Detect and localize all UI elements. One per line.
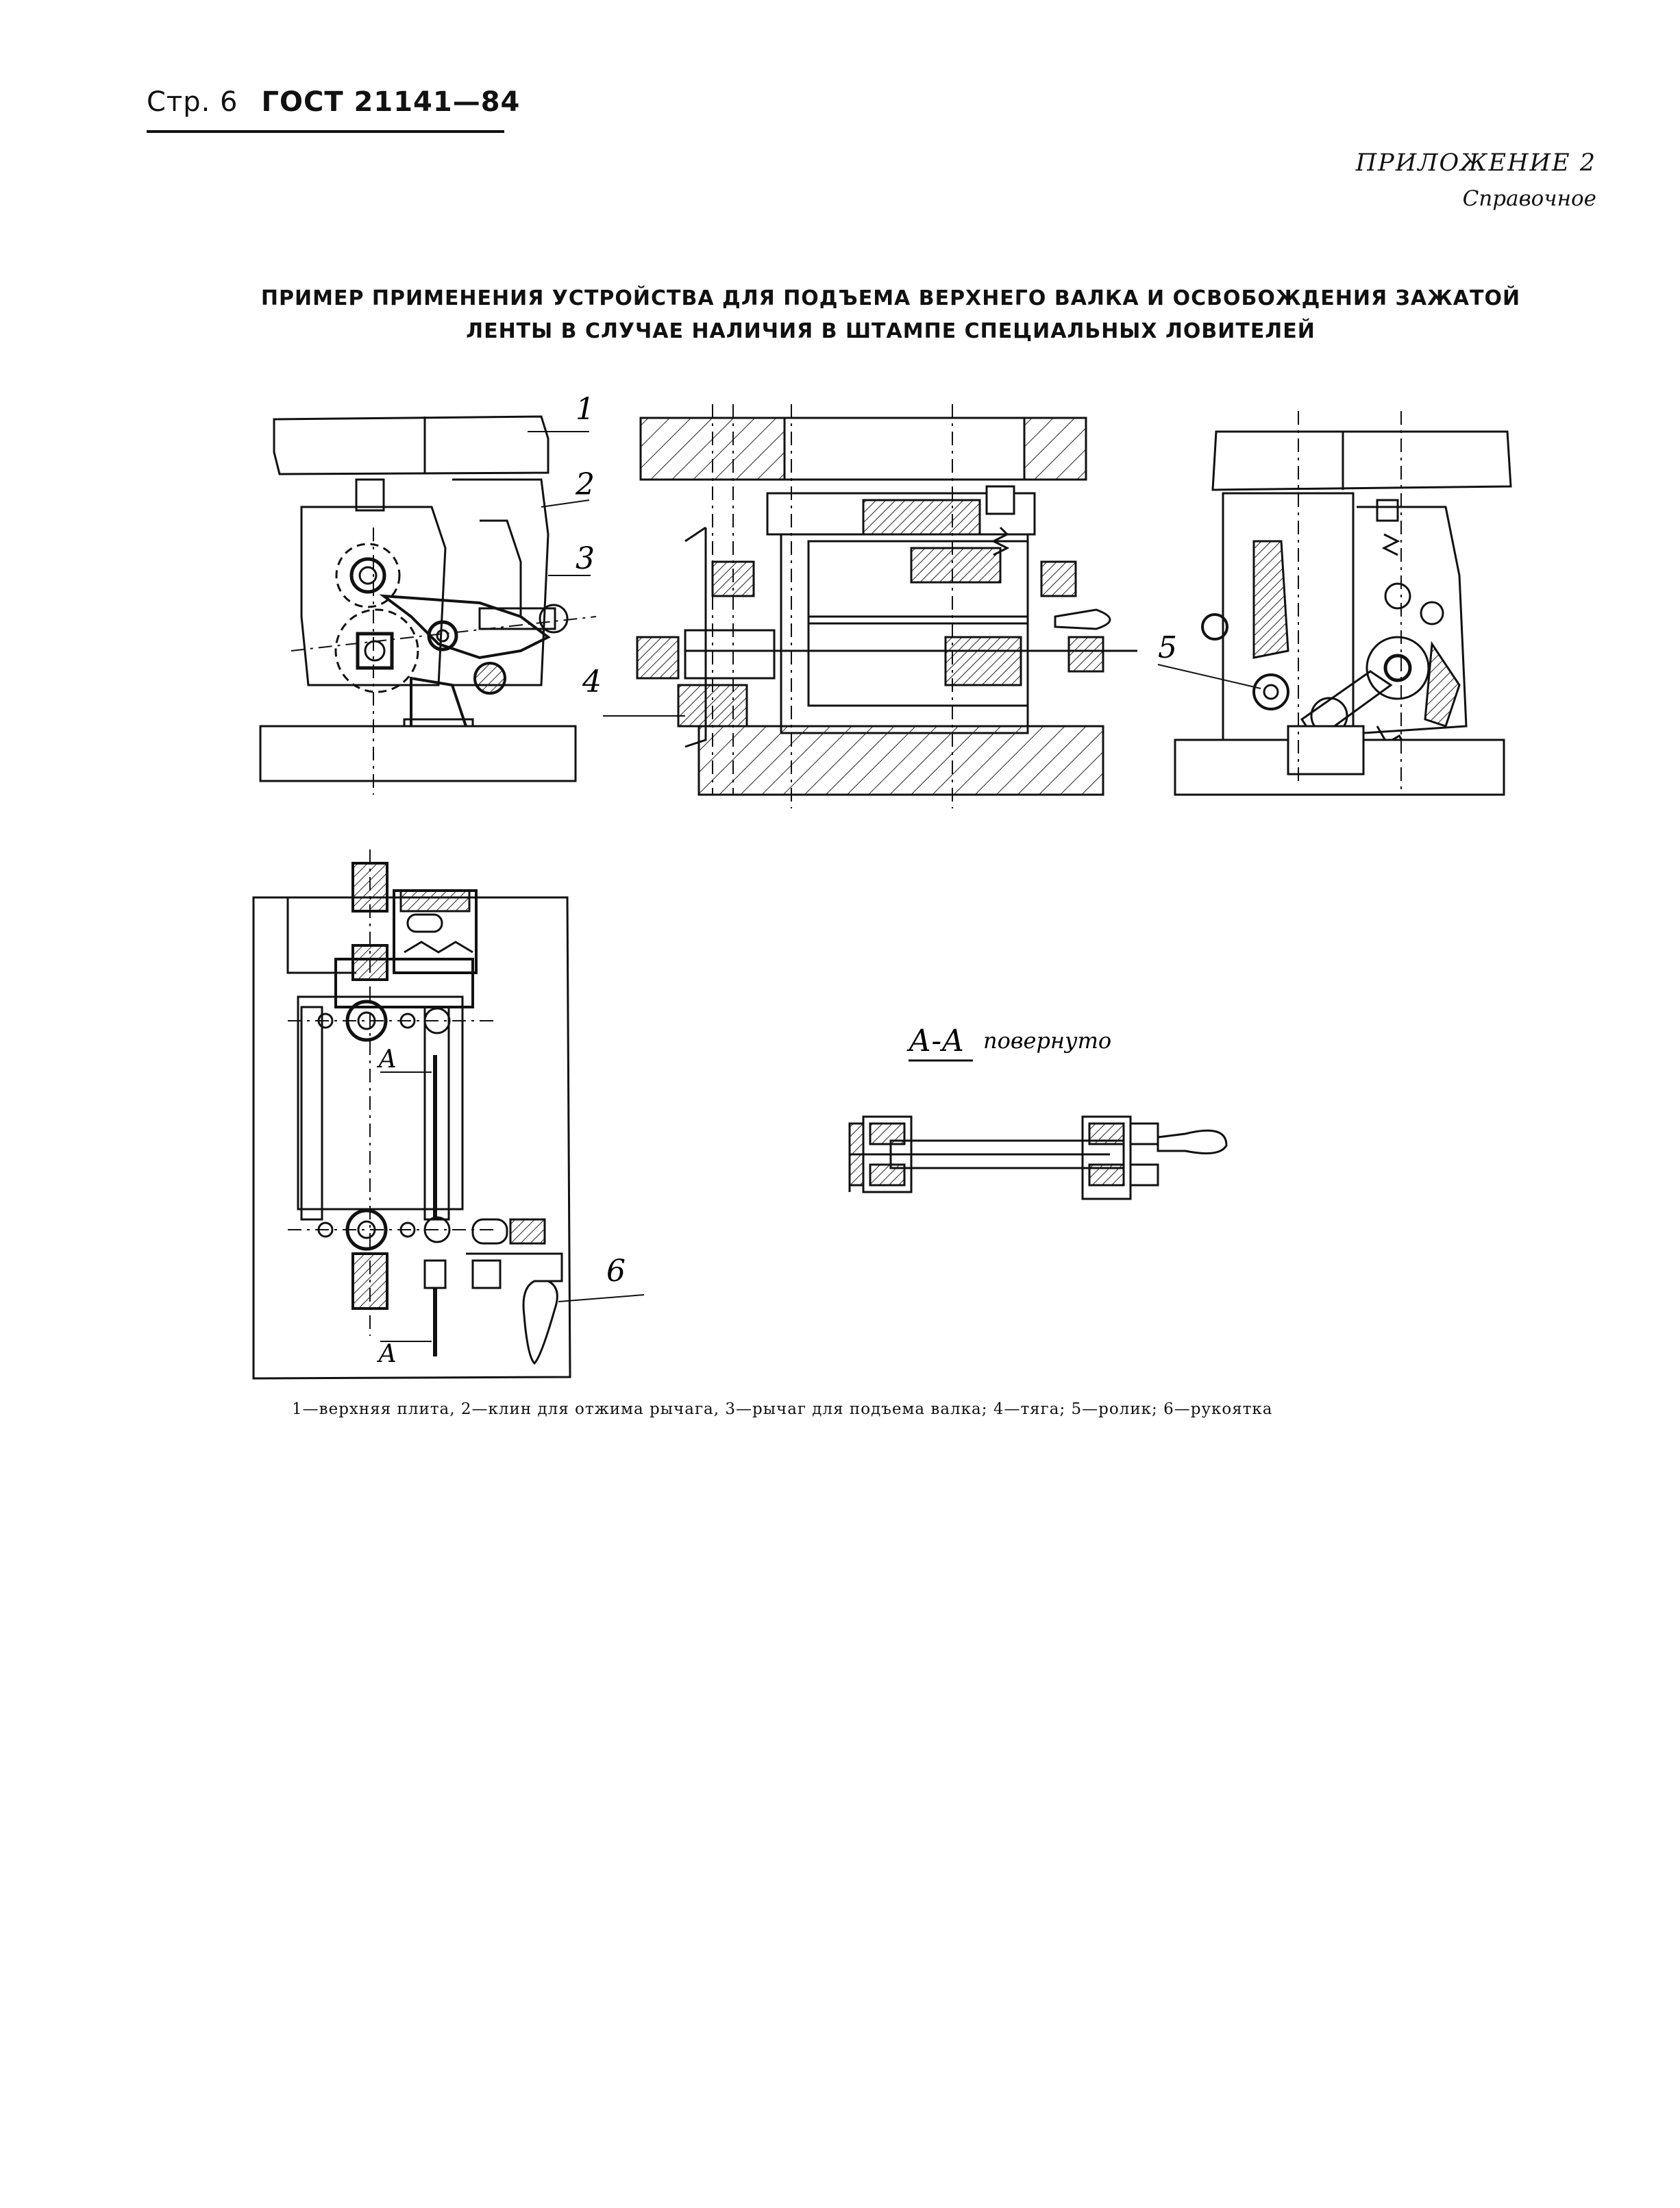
callout-2: 2 — [575, 467, 595, 502]
figure-caption: 1—верхняя плита, 2—клин для отжима рычаг… — [292, 1400, 1273, 1418]
callout-4: 4 — [582, 665, 602, 699]
page-header: Стр. 6 ГОСТ 21141—84 — [147, 86, 520, 118]
callout-1: 1 — [576, 392, 595, 427]
callout-3: 3 — [576, 541, 595, 576]
section-mark-top: А — [376, 1045, 397, 1074]
section-note: повернуто — [983, 1028, 1111, 1054]
header-rule — [147, 130, 504, 133]
appendix-block: ПРИЛОЖЕНИЕ 2 Справочное — [1356, 149, 1596, 211]
view-plan — [252, 849, 645, 1380]
callout-6: 6 — [606, 1254, 626, 1289]
callout-5: 5 — [1158, 630, 1177, 665]
view-side-right — [1157, 411, 1512, 796]
document-title: ПРИМЕР ПРИМЕНЕНИЯ УСТРОЙСТВА ДЛЯ ПОДЪЕМА… — [260, 282, 1521, 348]
view-side-left — [259, 415, 597, 795]
appendix-type: Справочное — [1462, 186, 1596, 211]
section-mark-bottom: А — [376, 1340, 397, 1368]
appendix-label: ПРИЛОЖЕНИЕ 2 — [1355, 149, 1596, 177]
section-title: А-А — [906, 1024, 965, 1058]
view-front-section — [603, 404, 1137, 808]
title-line-2: ЛЕНТЫ В СЛУЧАЕ НАЛИЧИЯ В ШТАМПЕ СПЕЦИАЛЬ… — [466, 319, 1315, 343]
title-line-1: ПРИМЕР ПРИМЕНЕНИЯ УСТРОЙСТВА ДЛЯ ПОДЪЕМА… — [260, 286, 1521, 310]
page-number: Стр. 6 — [147, 86, 238, 118]
standard-number: ГОСТ 21141—84 — [261, 86, 521, 118]
section-aa-drawing — [848, 1115, 1228, 1200]
